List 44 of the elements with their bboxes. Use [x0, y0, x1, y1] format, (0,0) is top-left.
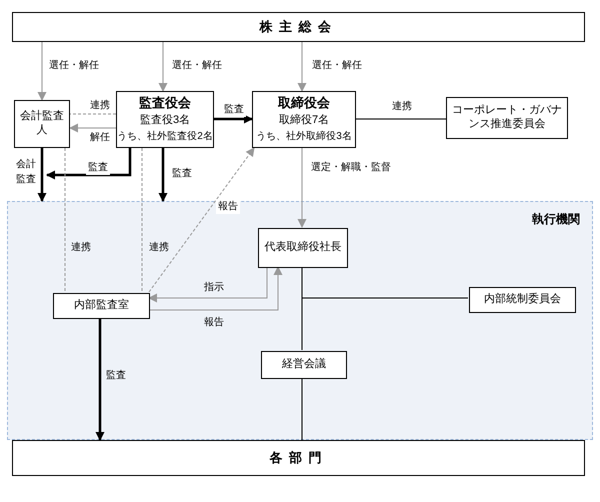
box-text: 取締役7名 — [278, 114, 330, 128]
org-box — [14, 100, 70, 148]
box-title: 代表取締役社長 — [264, 241, 342, 255]
box-title: 取締役会 — [278, 95, 330, 112]
arrow — [148, 266, 268, 302]
org-box — [116, 91, 214, 148]
org-box — [258, 228, 348, 268]
box-text: うち、社外取締役3名 — [256, 131, 352, 144]
arrow — [148, 147, 255, 292]
arrow — [148, 266, 282, 310]
edge-label: 報告 — [216, 199, 240, 214]
org-box — [469, 287, 576, 313]
arrow — [158, 148, 168, 202]
box-title: 監査役会 — [139, 95, 191, 112]
org-box — [12, 12, 585, 42]
arrow — [298, 148, 306, 228]
arrow — [214, 114, 253, 124]
arrow — [298, 42, 306, 92]
box-title: 会計監査人 — [19, 110, 65, 138]
box-title: 各部門 — [269, 450, 328, 466]
box-title: 株主総会 — [260, 18, 338, 36]
edge-label: 監査 — [222, 102, 246, 117]
org-box — [252, 91, 356, 148]
arrow — [96, 318, 104, 441]
org-box — [53, 293, 150, 319]
org-box — [261, 351, 347, 379]
org-box — [446, 97, 568, 139]
arrow — [46, 148, 132, 180]
box-title: 内部監査室 — [73, 299, 130, 313]
arrow — [38, 148, 46, 202]
connector-line — [64, 148, 66, 292]
connector-line — [356, 118, 446, 120]
box-text: うち、社外監査役2名 — [117, 131, 213, 144]
box-title: コーポレート・ガバナンス推進委員会 — [451, 104, 563, 132]
box-title: 内部統制委員会 — [483, 293, 562, 307]
group-region — [7, 201, 593, 440]
box-text: 監査役3名 — [140, 114, 190, 128]
arrow — [158, 42, 168, 92]
group-title: 執行機関 — [532, 211, 580, 228]
edge-label: 監査 — [86, 160, 110, 175]
box-title: 経営会議 — [281, 358, 327, 372]
arrow — [38, 42, 46, 101]
arrow — [69, 124, 116, 132]
org-box — [12, 440, 585, 476]
